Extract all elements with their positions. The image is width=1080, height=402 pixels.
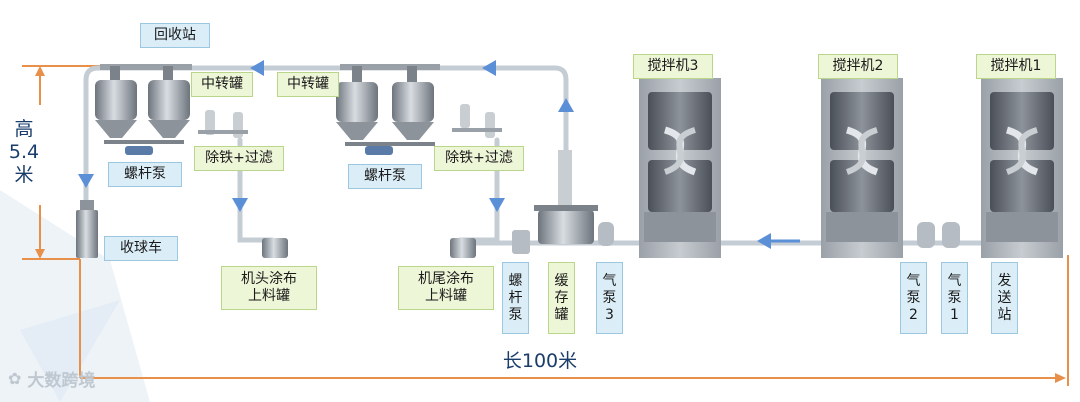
mixer-3-equipment (639, 78, 721, 258)
length-dimension-label: 长100米 (502, 350, 578, 372)
coating-tanks (262, 238, 476, 258)
label-ball-cart: 收球车 (104, 236, 178, 261)
label-screw-pump-1: 螺杆泵 (108, 162, 182, 187)
air-pumps (598, 222, 960, 248)
flow-arrow-icon (78, 174, 94, 188)
height-dimension (22, 65, 100, 260)
label-send-station: 发 送 站 (991, 262, 1018, 334)
label-mixer-2: 搅拌机2 (818, 54, 898, 79)
ball-cart (76, 200, 98, 258)
flow-arrow-icon (489, 198, 505, 212)
flow-arrow-icon (482, 60, 496, 76)
label-tail-coating-tank: 机尾涂布 上料罐 (398, 266, 494, 310)
length-dimension (79, 255, 1069, 386)
flow-arrow-icon (558, 98, 574, 112)
height-dimension-label: 高 5.4 米 (8, 118, 40, 186)
label-transfer-tank-2: 中转罐 (277, 72, 339, 97)
flow-arrow-icon (232, 198, 248, 212)
label-air-pump-1: 气 泵 1 (941, 262, 968, 334)
flow-arrows (78, 60, 800, 249)
label-mixer-3: 搅拌机3 (633, 54, 713, 79)
label-screw-pump-3: 螺 杆 泵 (502, 262, 529, 334)
mixer-1-equipment (981, 78, 1063, 258)
buffer-tank-equipment (512, 150, 598, 254)
watermark: ✿ 大数跨境 (8, 366, 95, 391)
label-mixer-1: 搅拌机1 (976, 54, 1056, 79)
tank-group-middle (336, 64, 502, 155)
label-buffer-tank: 缓 存 罐 (548, 262, 575, 334)
label-iron-filter-2: 除铁+过滤 (434, 146, 524, 171)
label-recycle-station: 回收站 (140, 23, 210, 48)
label-air-pump-3: 气 泵 3 (596, 262, 623, 334)
tank-group-left (95, 64, 248, 155)
watermark-text: 大数跨境 (27, 371, 96, 391)
watermark-logo-icon: ✿ (8, 369, 22, 388)
label-screw-pump-2: 螺杆泵 (348, 164, 422, 189)
label-air-pump-2: 气 泵 2 (900, 262, 927, 334)
label-transfer-tank-1: 中转罐 (191, 72, 253, 97)
label-iron-filter-1: 除铁+过滤 (194, 146, 284, 171)
flow-arrow-icon (757, 233, 771, 249)
background-shape (20, 300, 120, 402)
label-head-coating-tank: 机头涂布 上料罐 (221, 266, 317, 310)
mixer-2-equipment (821, 78, 903, 258)
flow-arrow-icon (250, 60, 264, 76)
